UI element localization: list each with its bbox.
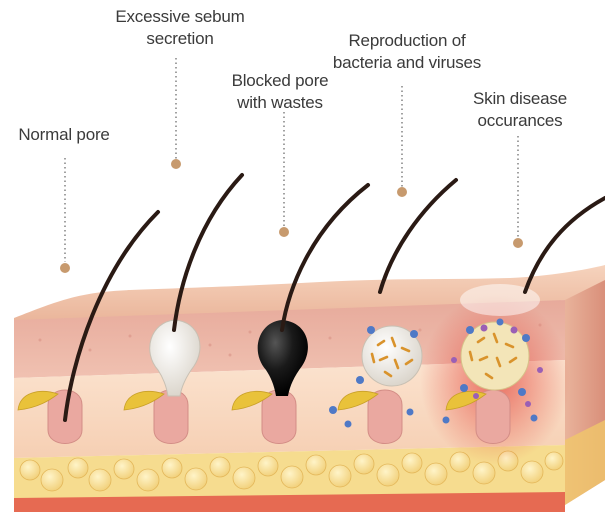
leader-dots: [60, 159, 523, 273]
leader-lines: [65, 58, 518, 262]
